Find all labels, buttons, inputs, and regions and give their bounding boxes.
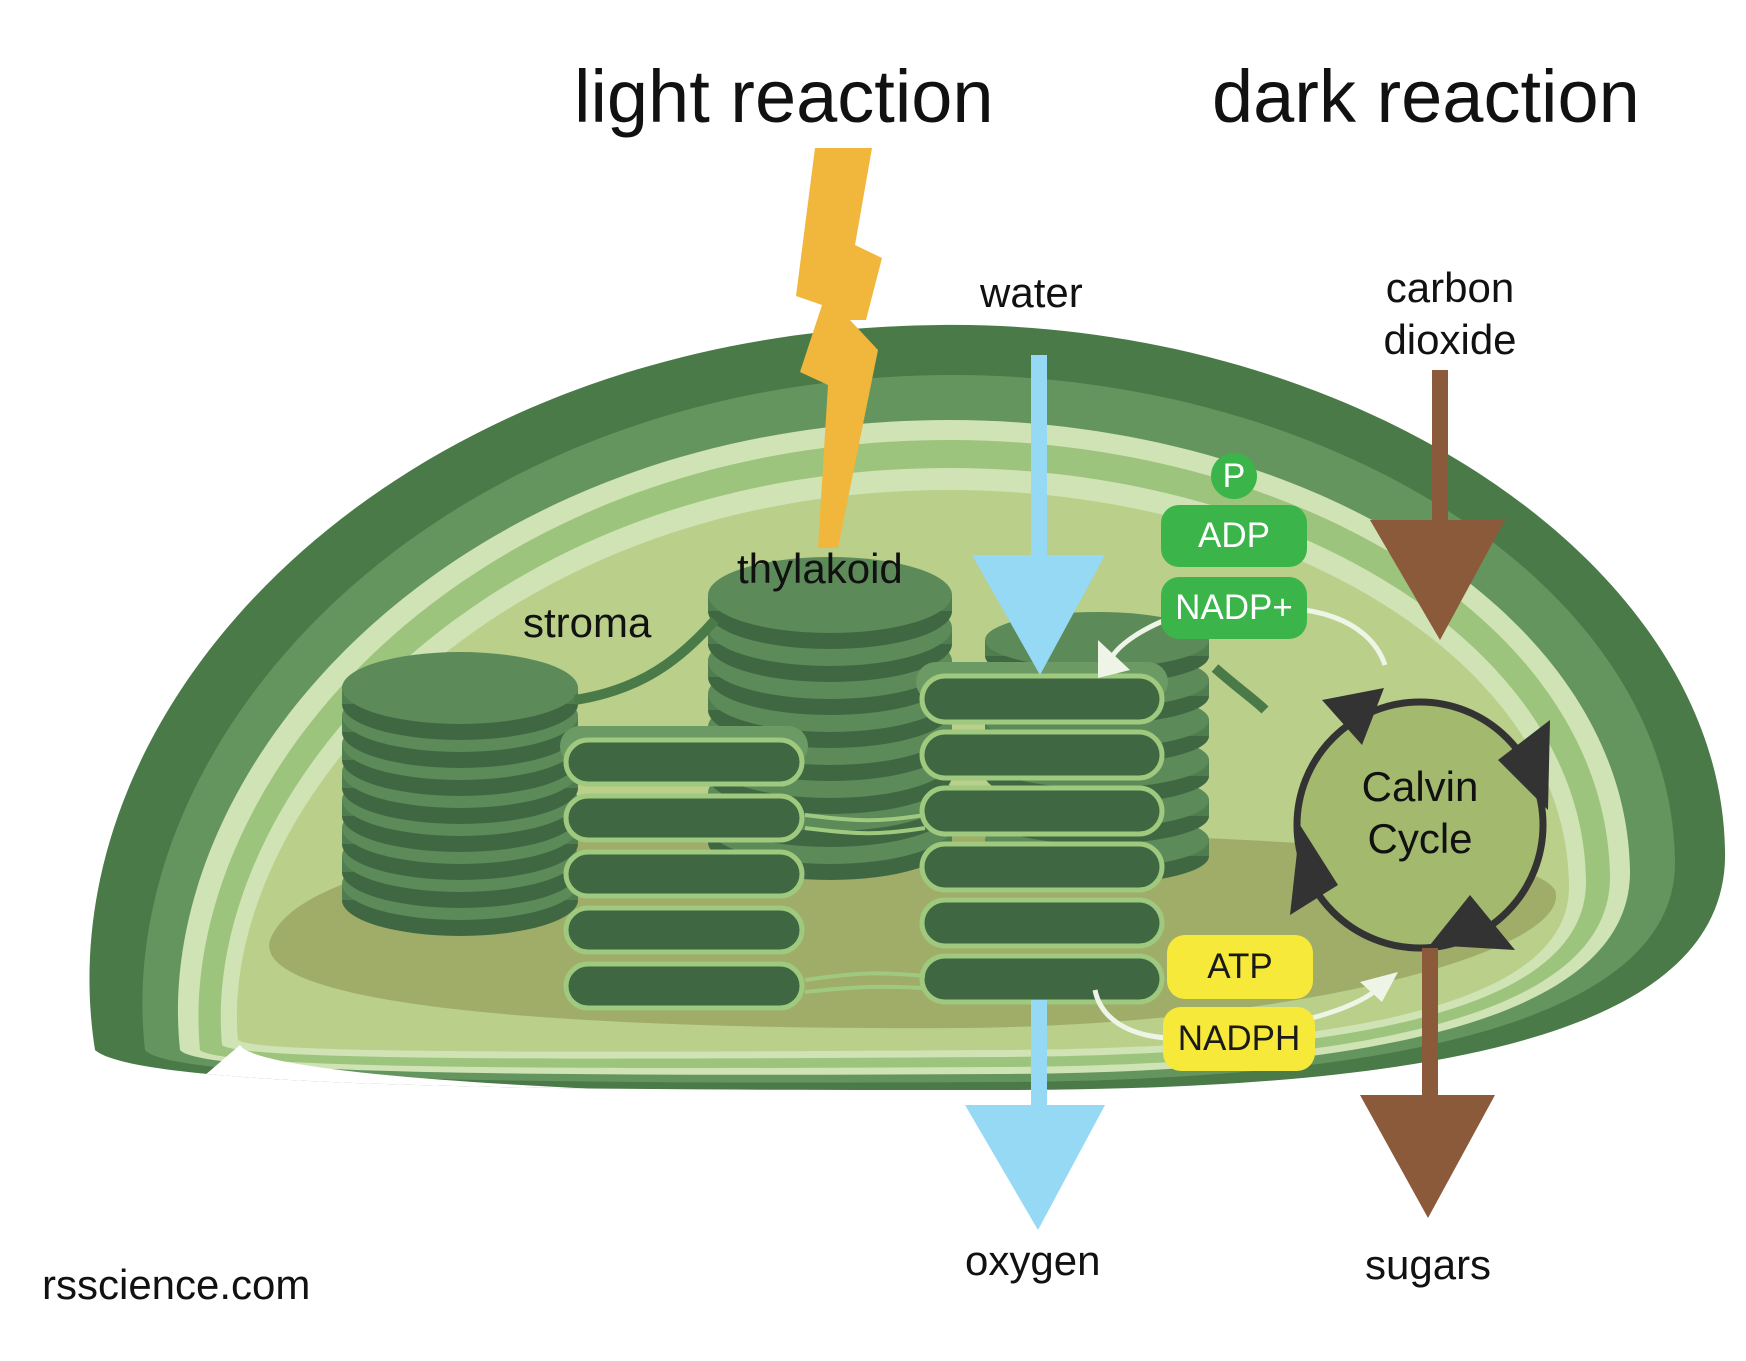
arrow-head-icon bbox=[1098, 640, 1130, 678]
thylakoid-stacks bbox=[342, 557, 1209, 1011]
sugars-label: sugars bbox=[1365, 1241, 1492, 1288]
carbon-sugar-arrows bbox=[1360, 370, 1505, 1218]
water-oxygen-arrow bbox=[965, 355, 1105, 1230]
stroma-label: stroma bbox=[523, 599, 652, 646]
website-watermark: rsscience.com bbox=[42, 1261, 311, 1308]
light-reaction-title: light reaction bbox=[574, 55, 994, 138]
cycle-arrow-icon bbox=[1290, 825, 1338, 915]
cycle-arrow-icon bbox=[1430, 895, 1515, 950]
cycle-arrow-icon bbox=[1322, 688, 1384, 745]
calvin-line-1: Calvin bbox=[1361, 763, 1479, 810]
stroma-lamellae bbox=[574, 616, 1269, 714]
nadp-plus-badge: NADP+ bbox=[1161, 577, 1307, 639]
dark-reaction-title: dark reaction bbox=[1212, 55, 1640, 138]
carbon-dioxide-line-2: dioxide bbox=[1383, 316, 1517, 364]
water-label: water bbox=[980, 269, 1083, 316]
atp-badge: ATP bbox=[1167, 935, 1313, 999]
nadph-badge: NADPH bbox=[1163, 1007, 1315, 1071]
thylakoid-label: thylakoid bbox=[737, 545, 903, 592]
carbon-dioxide-line-1: carbon bbox=[1385, 264, 1515, 311]
oxygen-label: oxygen bbox=[965, 1237, 1101, 1284]
calvin-cycle-circle bbox=[1290, 688, 1550, 952]
adp-badge: ADP bbox=[1161, 505, 1307, 567]
granum-front-right bbox=[916, 662, 1168, 1005]
light-bolt-icon bbox=[796, 148, 882, 548]
arrow-head-icon bbox=[1360, 972, 1398, 1002]
granum-front-left bbox=[560, 726, 808, 1011]
granum-left bbox=[342, 652, 578, 936]
granum-connectors bbox=[804, 813, 926, 994]
cycle-arrow-icon bbox=[1498, 720, 1550, 810]
phosphate-badge: P bbox=[1211, 453, 1257, 499]
calvin-line-2: Cycle bbox=[1367, 815, 1473, 863]
calvin-cycle-label: Calvin Cycle bbox=[1320, 763, 1520, 863]
carbon-dioxide-label: carbon dioxide bbox=[1345, 264, 1555, 364]
